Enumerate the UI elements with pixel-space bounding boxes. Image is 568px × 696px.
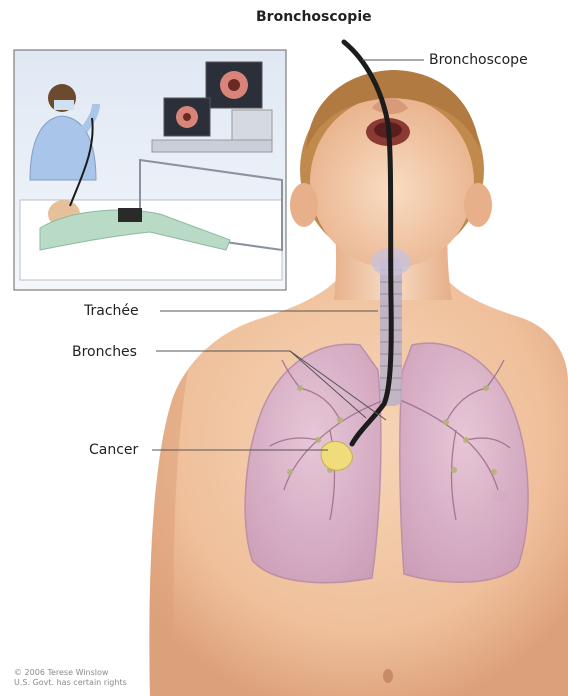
monitor-bottom xyxy=(164,98,210,136)
title: Bronchoscopie xyxy=(256,9,372,25)
monitor-top xyxy=(206,62,262,108)
procedure-inset xyxy=(14,50,286,290)
label-trachea: Trachée xyxy=(84,303,139,319)
label-bronchoscope: Bronchoscope xyxy=(429,52,528,68)
copyright-line-1: © 2006 Terese Winslow xyxy=(14,668,127,678)
copyright-notice: © 2006 Terese Winslow U.S. Govt. has cer… xyxy=(14,668,127,688)
copyright-line-2: U.S. Govt. has certain rights xyxy=(14,678,127,688)
label-bronchi: Bronches xyxy=(72,344,137,360)
label-cancer: Cancer xyxy=(89,442,138,458)
